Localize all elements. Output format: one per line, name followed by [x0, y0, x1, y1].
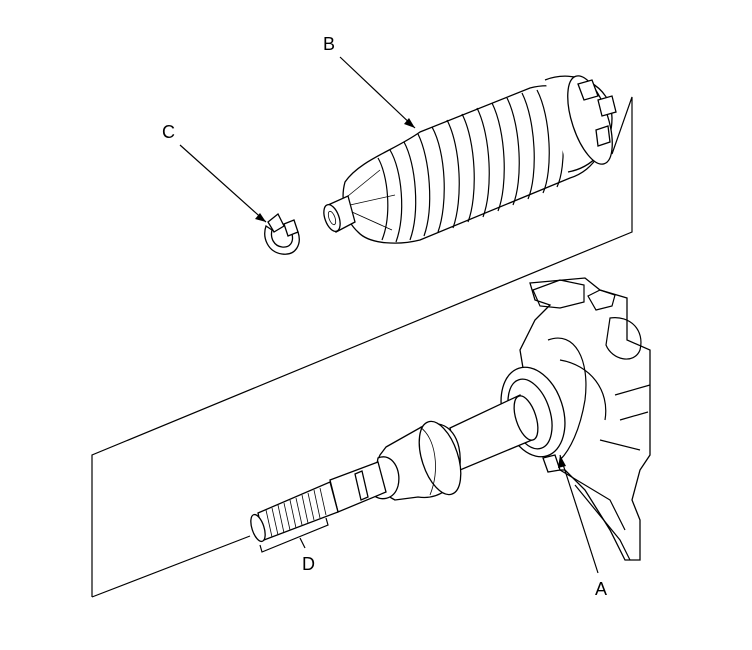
leader-c: [179, 144, 267, 223]
steering-gearbox: [519, 277, 651, 561]
callout-d: D: [302, 554, 315, 574]
rack-shaft: [449, 394, 539, 471]
callout-c: C: [162, 122, 175, 142]
tie-rod-threads: [265, 487, 327, 538]
callout-b: B: [323, 34, 335, 54]
boot-ribs: [377, 86, 564, 243]
leader-lines: [179, 56, 599, 574]
boot: [323, 75, 617, 244]
leader-b: [339, 56, 416, 129]
tie-rod: [250, 461, 387, 543]
callout-a: A: [595, 579, 607, 599]
dimension-bracket-d: [259, 517, 329, 553]
boot-clamp: [264, 212, 300, 255]
inset-plane: [91, 96, 633, 598]
leader-a: [559, 454, 599, 574]
leader-d: [299, 537, 306, 549]
rack-end: [371, 420, 462, 501]
